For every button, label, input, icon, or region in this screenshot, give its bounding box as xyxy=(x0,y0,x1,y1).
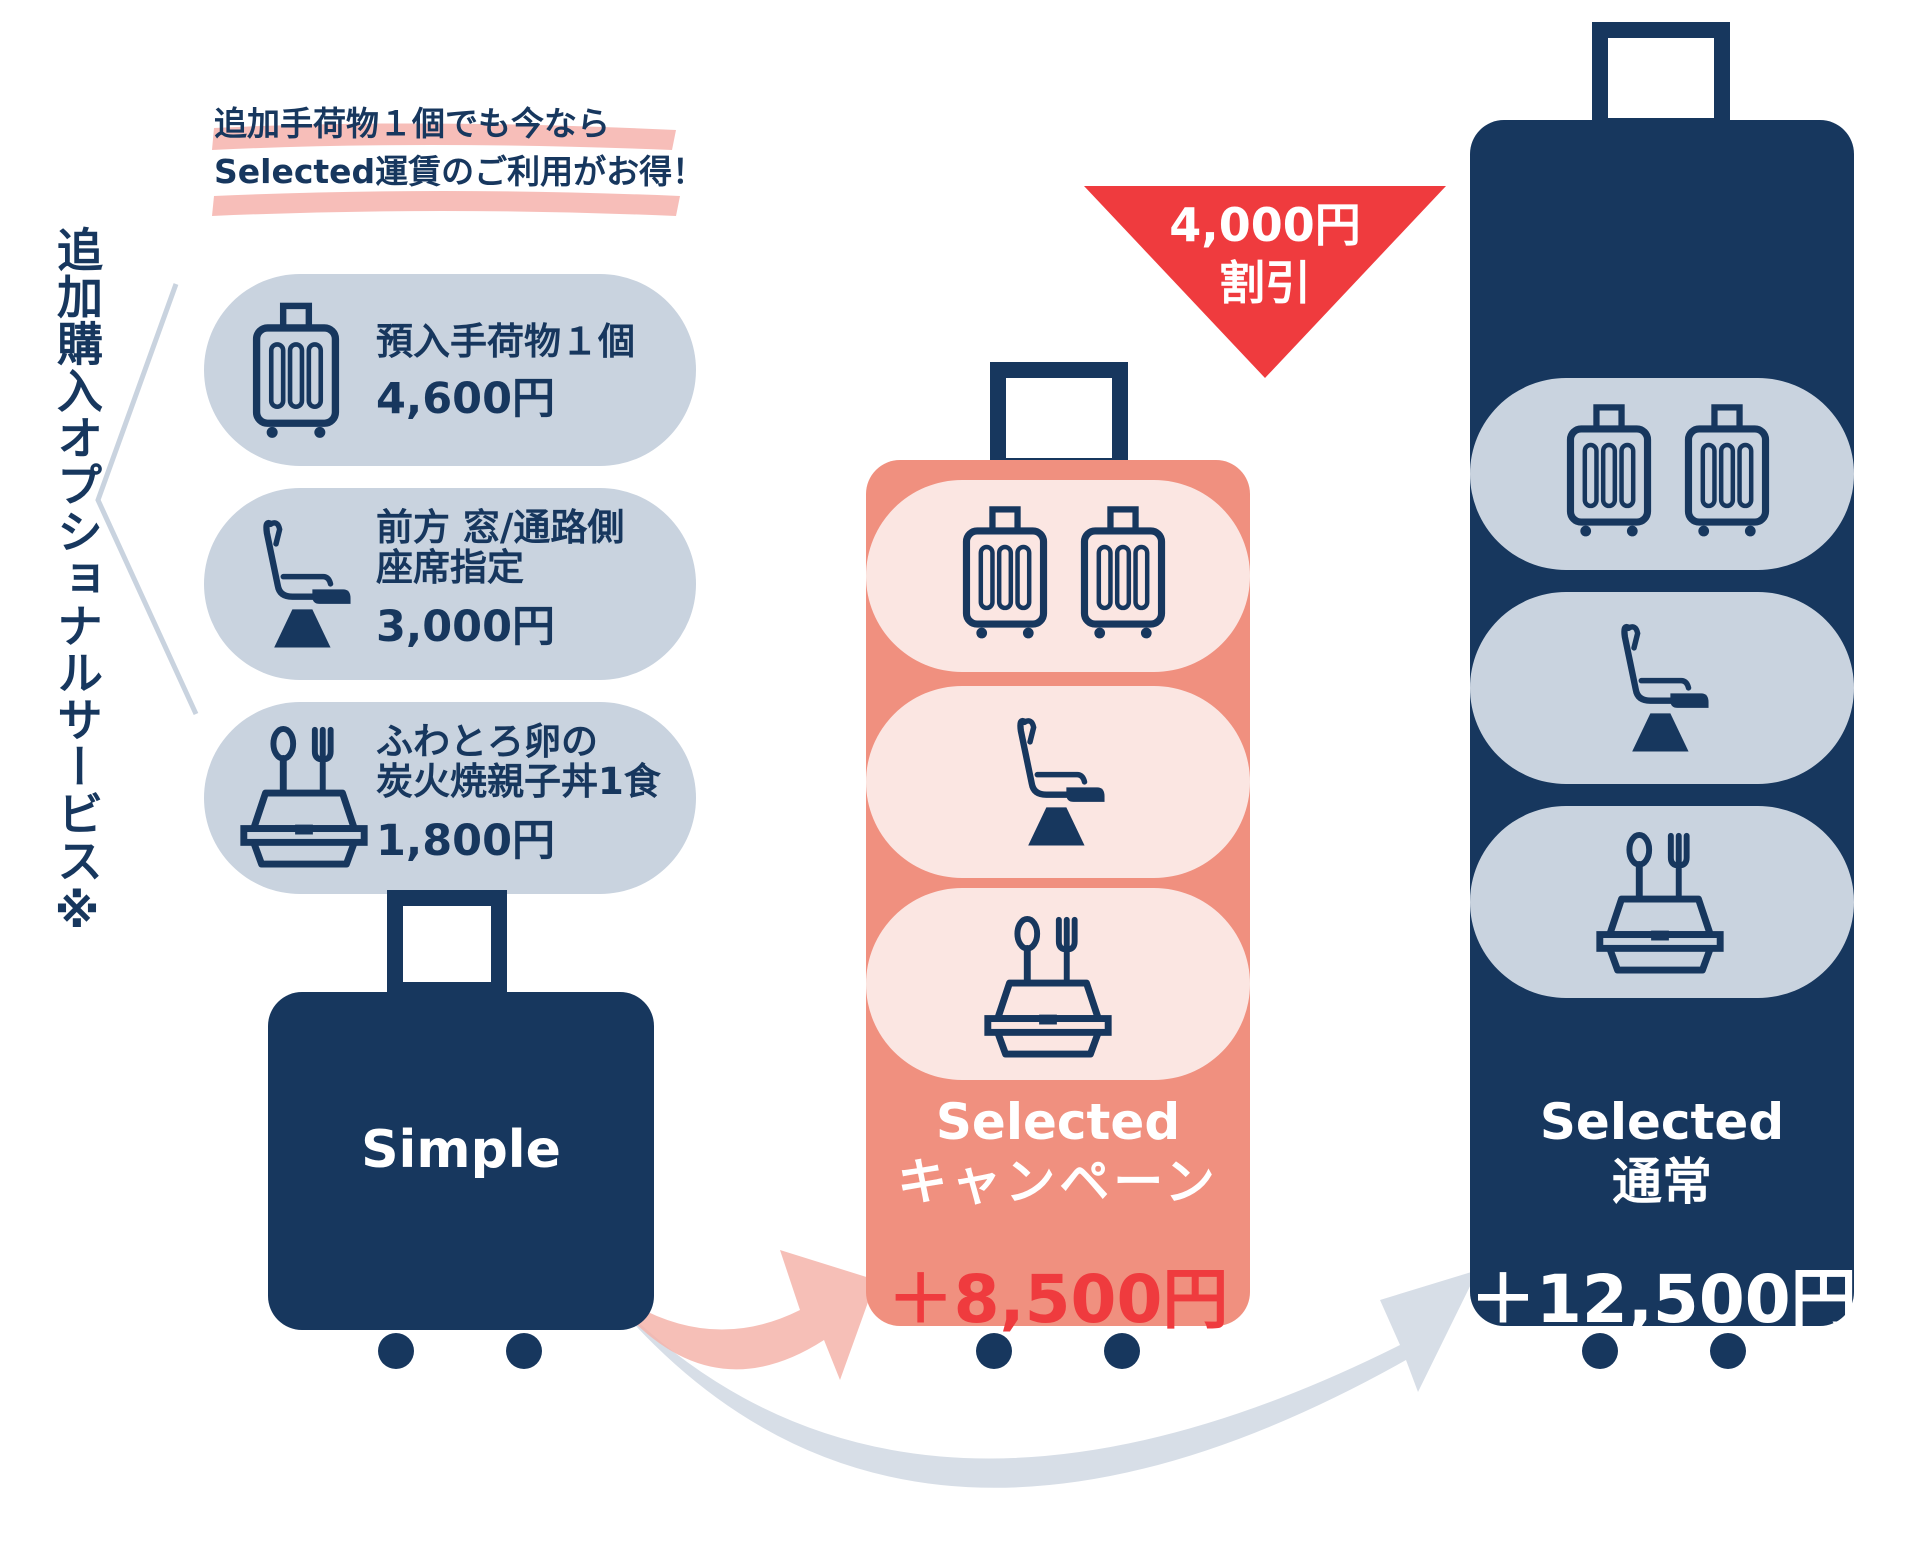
plan-standard-label: Selected 通常 xyxy=(1470,1092,1854,1212)
arrow-pink xyxy=(600,1250,876,1380)
plan-standard-name: Selected xyxy=(1539,1093,1785,1151)
option-name: 預入手荷物１個 xyxy=(376,320,635,363)
discount-word: 割引 xyxy=(1219,256,1311,310)
plan-campaign-name: Selected xyxy=(935,1093,1181,1151)
discount-label: 4,000円 割引 xyxy=(1120,196,1410,312)
discount-amount: 4,000円 xyxy=(1169,198,1361,252)
option-pill-meal xyxy=(204,702,696,894)
option-pill-baggage xyxy=(204,274,696,466)
plan-campaign-price: ＋8,500円 xyxy=(887,1261,1229,1338)
option-name: 座席指定 xyxy=(376,546,524,589)
plan-standard-sub: 通常 xyxy=(1612,1153,1712,1211)
option-seat-text: 前方 窓/通路側 座席指定 3,000円 xyxy=(376,506,625,653)
option-name: 炭火焼親子丼1食 xyxy=(376,760,661,803)
option-baggage-text: 預入手荷物１個 4,600円 xyxy=(376,320,635,425)
plan-campaign-sub: キャンペーン xyxy=(897,1153,1219,1211)
option-price: 4,600円 xyxy=(376,374,556,424)
option-name: 前方 窓/通路側 xyxy=(376,506,625,549)
options-title: 追加購入オプショナルサービス※ xyxy=(50,226,104,939)
promo-line-2: Selected運賃のご利用がお得！ xyxy=(214,152,706,191)
simple-suitcase-body xyxy=(268,992,654,1330)
discount-triangle xyxy=(1084,186,1446,378)
plan-campaign-label: Selected キャンペーン xyxy=(866,1092,1250,1212)
options-bracket xyxy=(95,283,199,716)
option-meal-text: ふわとろ卵の 炭火焼親子丼1食 1,800円 xyxy=(376,720,661,867)
option-price: 1,800円 xyxy=(376,816,556,866)
option-price: 3,000円 xyxy=(376,602,556,652)
plan-standard-price: ＋12,500円 xyxy=(1470,1261,1857,1338)
arrow-gray xyxy=(598,1270,1478,1488)
plan-simple-name: Simple xyxy=(361,1120,561,1180)
promo-line-1: 追加手荷物１個でも今なら xyxy=(214,104,610,143)
option-name: ふわとろ卵の xyxy=(376,720,598,763)
option-pill-seat xyxy=(204,488,696,680)
